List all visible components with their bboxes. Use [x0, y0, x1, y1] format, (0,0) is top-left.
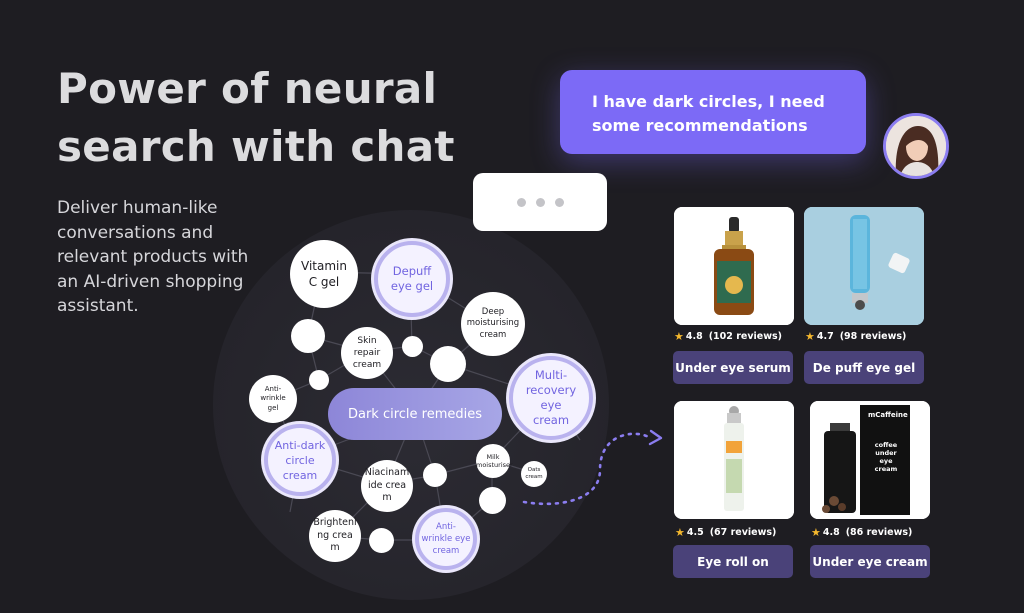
- node-vitamin-c-gel: Vitamin C gel: [290, 240, 358, 308]
- node-anti-wrinkle-gel: Anti-wrinkle gel: [249, 375, 297, 423]
- rating-value: 4.8: [822, 527, 840, 538]
- product-image-serum[interactable]: [674, 207, 794, 325]
- node-anti-wrinkle-eye-cream: Anti-wrinkle eye cream: [415, 508, 477, 570]
- product-image-depuff-gel[interactable]: [804, 207, 924, 325]
- rating-value: 4.8: [685, 331, 703, 342]
- node-niacinamide-cream: Niacinamide cream: [361, 460, 413, 512]
- product-rating-4: ★ 4.8 (86 reviews): [811, 526, 912, 539]
- node-empty-1: [291, 319, 325, 353]
- star-icon: ★: [675, 526, 685, 539]
- headline: Power of neural search with chat: [57, 64, 455, 171]
- star-icon: ★: [811, 526, 821, 539]
- node-oats-cream: Oats cream: [521, 461, 547, 487]
- product-image-eye-roll-on[interactable]: [674, 401, 794, 519]
- node-empty-3: [430, 346, 466, 382]
- user-avatar: [883, 113, 949, 179]
- review-count: (86 reviews): [845, 527, 913, 538]
- node-empty-7: [369, 528, 394, 553]
- review-count: (98 reviews): [839, 331, 907, 342]
- product-rating-1: ★ 4.8 (102 reviews): [674, 330, 782, 343]
- product-package-text: coffee under eye cream: [874, 441, 898, 473]
- product-rating-3: ★ 4.5 (67 reviews): [675, 526, 776, 539]
- node-brightening-cream: Brightening cream: [309, 510, 361, 562]
- typing-dot: [554, 197, 564, 207]
- product-brand-text: mCaffeine: [868, 411, 908, 419]
- product-button-under-eye-serum[interactable]: Under eye serum: [673, 351, 793, 384]
- user-message-bubble: I have dark circles, I need some recomme…: [560, 70, 866, 154]
- center-topic-pill: Dark circle remedies: [328, 388, 502, 440]
- node-skin-repair-cream: Skin repair cream: [341, 327, 393, 379]
- review-count: (102 reviews): [708, 331, 782, 342]
- rating-value: 4.7: [816, 331, 834, 342]
- node-depuff-eye-gel: Depuff eye gel: [374, 241, 450, 317]
- product-rating-2: ★ 4.7 (98 reviews): [805, 330, 906, 343]
- user-message-text: I have dark circles, I need some recomme…: [592, 92, 825, 135]
- node-empty-5: [423, 463, 447, 487]
- node-empty-4: [309, 370, 329, 390]
- typing-dot: [535, 197, 545, 207]
- rating-value: 4.5: [686, 527, 704, 538]
- typing-indicator: [473, 173, 607, 231]
- star-icon: ★: [805, 330, 815, 343]
- product-button-eye-roll-on[interactable]: Eye roll on: [673, 545, 793, 578]
- product-button-under-eye-cream[interactable]: Under eye cream: [810, 545, 930, 578]
- product-image-under-eye-cream[interactable]: mCaffeine coffee under eye cream: [810, 401, 930, 519]
- subcopy: Deliver human-like conversations and rel…: [57, 198, 249, 316]
- node-empty-2: [402, 336, 423, 357]
- node-multi-recovery-eye-cream: Multi-recovery eye cream: [509, 356, 593, 440]
- review-count: (67 reviews): [709, 527, 777, 538]
- star-icon: ★: [674, 330, 684, 343]
- node-milk-moisturiser: Milk moisturiser: [476, 444, 513, 478]
- node-empty-6: [479, 487, 506, 514]
- node-deep-moisturising-cream: Deep moisturising cream: [461, 292, 525, 356]
- product-button-de-puff-eye-gel[interactable]: De puff eye gel: [804, 351, 924, 384]
- typing-dot: [516, 197, 526, 207]
- node-anti-dark-circle-cream: Anti-dark circle cream: [264, 424, 336, 496]
